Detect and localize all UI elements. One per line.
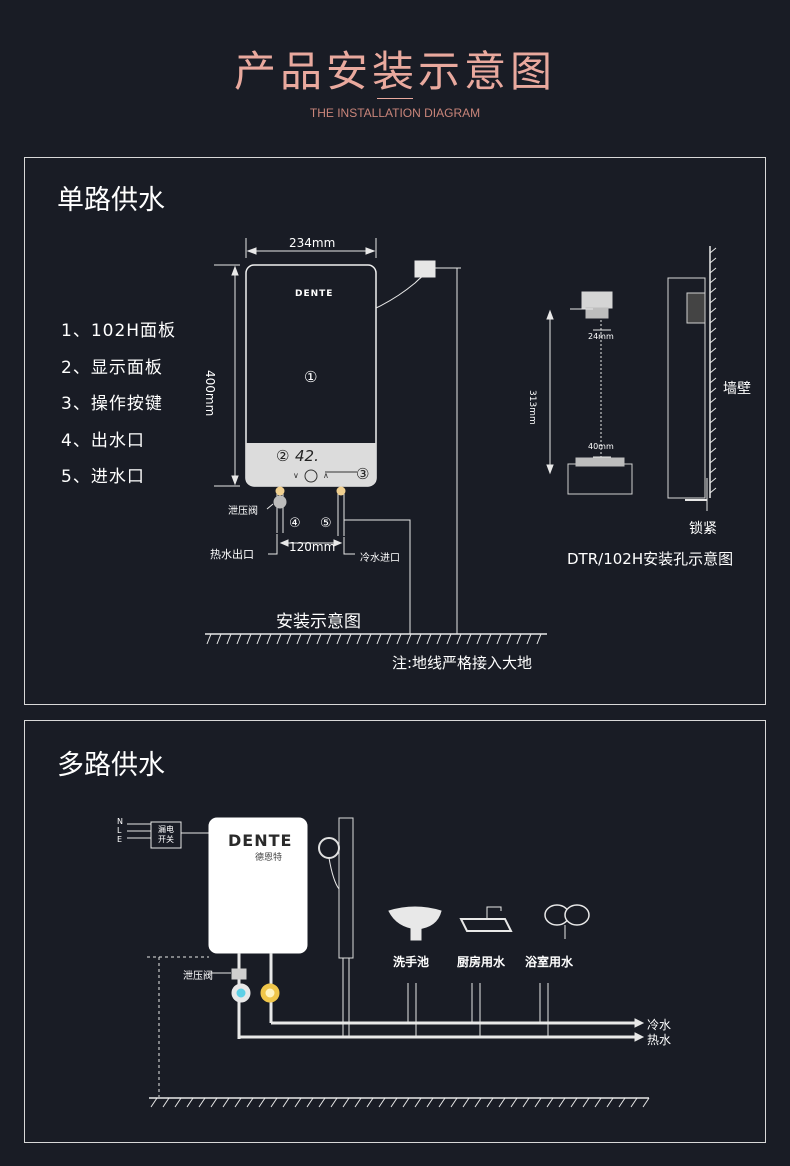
- wall-label: 墙壁: [723, 381, 751, 397]
- kitchen-label: 厨房用水: [457, 955, 506, 969]
- nle-labels: N L E: [117, 817, 123, 844]
- cold-water-label: 冷水: [647, 1018, 672, 1032]
- multi-supply-panel: 多路供水: [24, 720, 766, 1143]
- hole-diagram-caption: DTR/102H安装孔示意图: [567, 550, 734, 568]
- side-dim-40: 40mm: [588, 442, 614, 451]
- hot-water-label: 热水: [647, 1033, 672, 1047]
- page-title: 产品安装示意图: [233, 47, 556, 96]
- relief-valve-label-multi: 泄压阀: [183, 971, 213, 982]
- leakage-switch: 漏电 开关: [158, 825, 174, 844]
- marker-4: ④: [289, 516, 301, 531]
- heater-brand-cn: 德恩特: [255, 853, 283, 863]
- bath-label: 浴室用水: [525, 955, 574, 969]
- list-item: 3、操作按键: [61, 394, 163, 414]
- cold-in-label: 冷水进口: [360, 553, 400, 564]
- svg-text:∧: ∧: [323, 471, 329, 480]
- side-dim-313: 313mm: [527, 390, 537, 425]
- side-dim-24: 24mm: [588, 332, 614, 341]
- component-list: 1、102H面板 2、显示面板 3、操作按键 4、出水口 5、进水口: [61, 313, 176, 496]
- heater-brand-logo-large: DENTE: [228, 831, 293, 850]
- display-readout: 42.: [295, 447, 319, 465]
- install-diagram-label: 安装示意图: [276, 612, 361, 632]
- marker-2: ②: [276, 447, 290, 465]
- list-item: 1、102H面板: [61, 321, 177, 341]
- multi-supply-drawing: [127, 817, 650, 1108]
- basin-label: 洗手池: [393, 955, 430, 969]
- svg-text:∨: ∨: [293, 471, 299, 480]
- installation-drawing: ∨ ∧: [205, 238, 717, 645]
- dim-pipe-label: 120mm: [289, 540, 336, 554]
- single-supply-title: 单路供水: [57, 185, 165, 216]
- relief-valve-label: 泄压阀: [228, 506, 258, 517]
- page-subtitle: THE INSTALLATION DIAGRAM: [309, 106, 481, 120]
- list-item: 5、进水口: [61, 467, 145, 487]
- title-underline: [377, 98, 413, 99]
- marker-3: ③: [356, 465, 370, 483]
- dim-width-label: 234mm: [289, 236, 336, 250]
- heater-brand-logo: DENTE: [295, 289, 334, 299]
- dim-height-label: 400mm: [203, 370, 217, 417]
- marker-5: ⑤: [320, 516, 332, 531]
- marker-1: ①: [304, 368, 318, 386]
- lock-label: 锁紧: [689, 521, 717, 537]
- single-supply-panel: 单路供水 1、102H面板 2、显示面板 3、操作按键 4、出水口 5、进水口: [24, 157, 766, 705]
- hot-out-label: 热水出口: [210, 548, 254, 561]
- list-item: 4、出水口: [61, 430, 145, 451]
- list-item: 2、显示面板: [61, 357, 163, 378]
- multi-supply-title: 多路供水: [57, 750, 165, 781]
- ground-note: 注:地线严格接入大地: [392, 654, 533, 672]
